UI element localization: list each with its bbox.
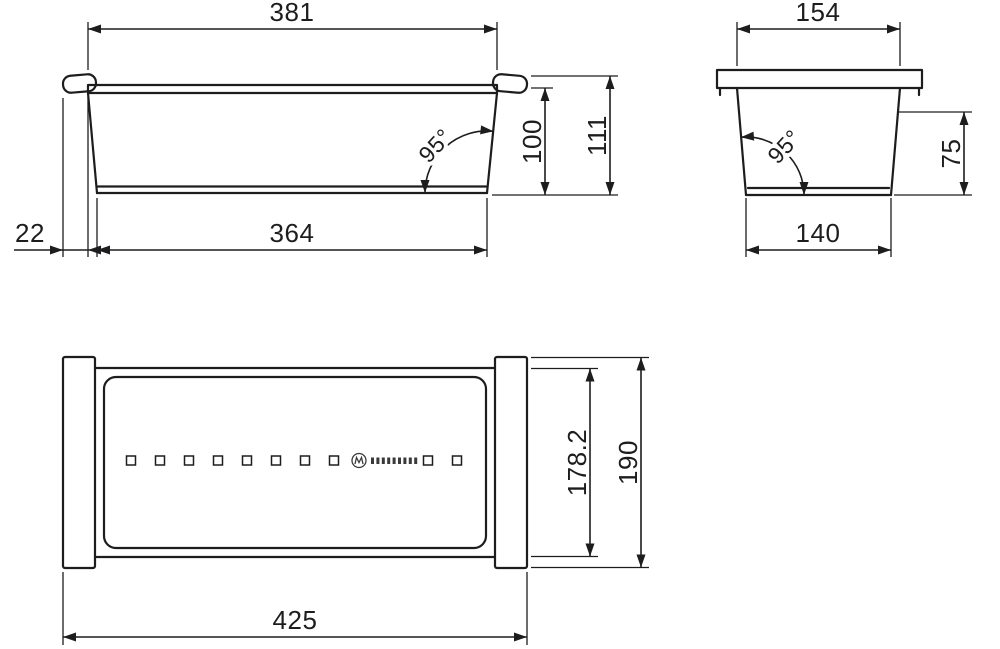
- dim-side-wall-angle: 95°: [740, 120, 810, 196]
- front-bowl-depth-label: 100: [517, 119, 547, 164]
- front-view: 381 22 364 100: [14, 0, 618, 257]
- plan-view-outline: [61, 355, 529, 570]
- side-bottom-width-label: 140: [796, 218, 841, 248]
- side-wall-angle-label: 95°: [762, 124, 806, 168]
- brand-logo-icon: [351, 452, 418, 469]
- plan-overall-length-label: 425: [273, 605, 318, 635]
- dim-side-bottom-width: 140: [745, 198, 892, 257]
- dim-front-flange-overhang: 22: [14, 97, 487, 257]
- dim-front-top-width: 381: [87, 0, 498, 70]
- front-bottom-width-label: 364: [270, 218, 315, 248]
- plan-overall-width-label: 190: [613, 440, 643, 485]
- dim-side-depth: 75: [894, 111, 972, 196]
- plan-inner-width-label: 178.2: [562, 429, 592, 497]
- side-top-width-label: 154: [796, 0, 841, 27]
- front-top-width-label: 381: [270, 0, 315, 27]
- dim-front-overall-height: 111: [531, 75, 618, 195]
- front-flange-overhang-label: 22: [15, 218, 45, 248]
- front-overall-height-label: 111: [582, 115, 612, 156]
- side-view-outline: [715, 68, 924, 197]
- dim-plan-overall-width: 190: [531, 356, 649, 569]
- left-end-rail: [61, 355, 97, 570]
- flange-rail-profile: [715, 68, 924, 90]
- front-view-outline: [61, 73, 529, 195]
- side-depth-label: 75: [936, 139, 966, 169]
- perforation-row: [125, 455, 463, 466]
- front-wall-angle-label: 95°: [413, 123, 457, 167]
- left-hook-flange: [61, 73, 98, 94]
- side-view: 154 140 75 95°: [715, 0, 972, 257]
- right-hook-flange: [491, 73, 529, 94]
- plan-view: 178.2 190 425: [61, 355, 649, 645]
- dim-front-wall-angle: 95°: [409, 119, 494, 194]
- bowl-opening: [102, 375, 488, 550]
- dim-front-bowl-depth: 100: [492, 87, 618, 196]
- dim-plan-overall-length: 425: [62, 572, 528, 645]
- dim-front-bottom-width: 364: [96, 198, 488, 257]
- dim-plan-inner-width: 178.2: [531, 367, 598, 558]
- dim-side-top-width: 154: [736, 0, 901, 66]
- right-end-rail: [493, 355, 529, 570]
